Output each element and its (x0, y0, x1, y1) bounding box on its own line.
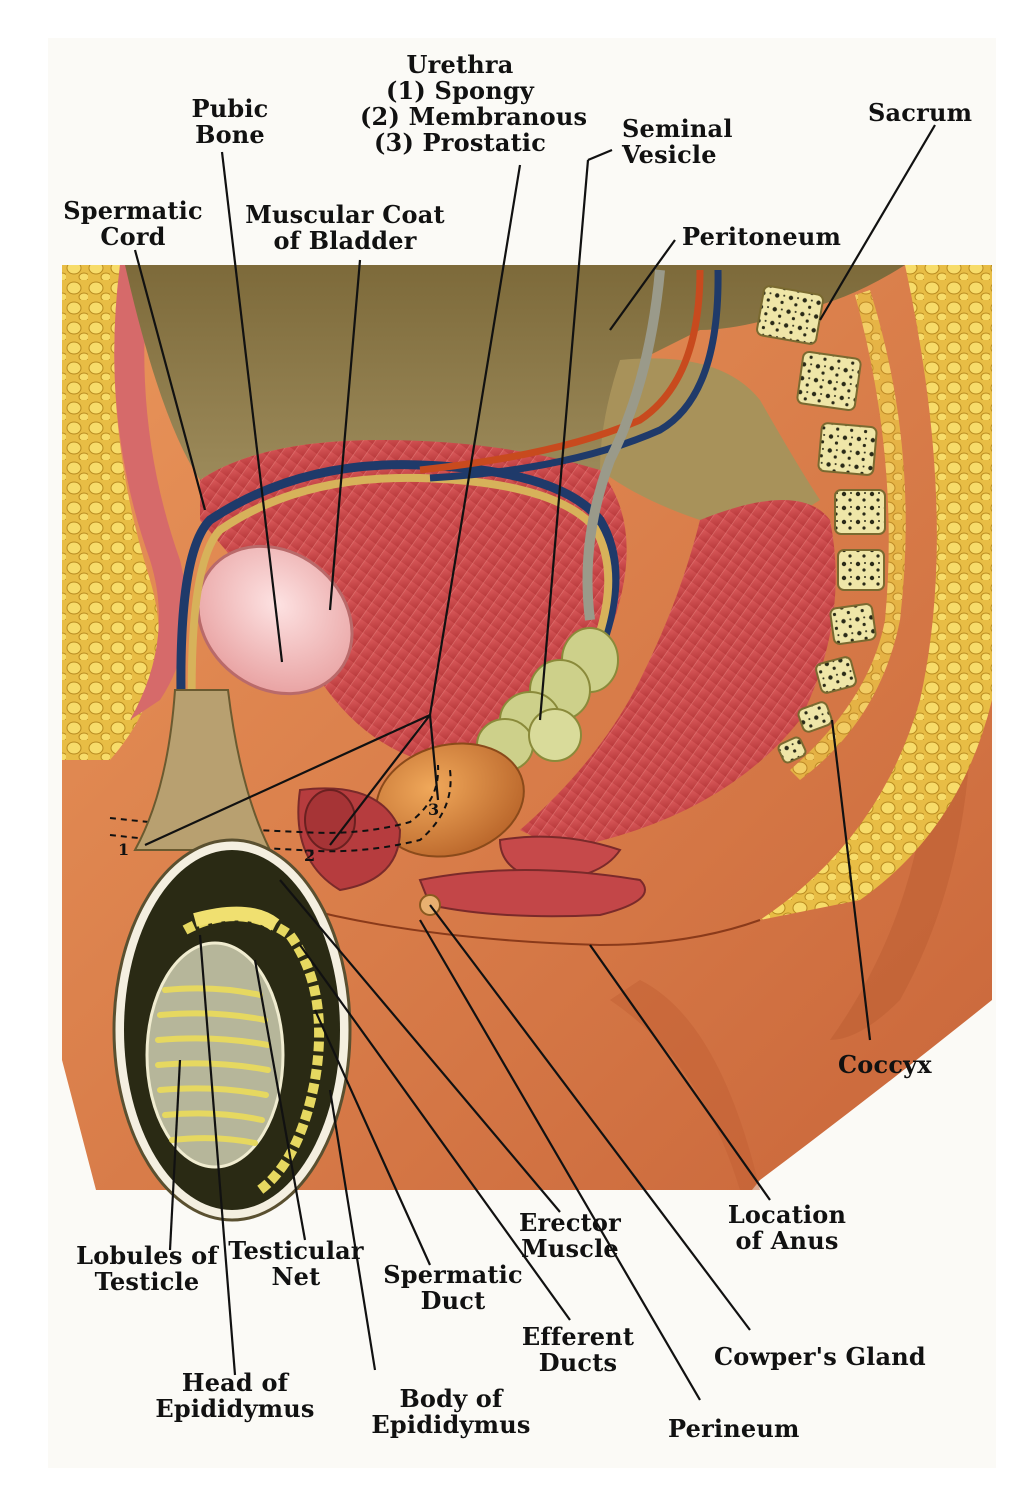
label-efferent-ducts-line2: Ducts (538, 1348, 618, 1377)
label-seminal-vesicle: Seminal Vesicle (622, 116, 733, 168)
label-pubic-bone: Pubic Bone (180, 96, 280, 148)
label-spermatic-cord-line1: Spermatic (63, 196, 203, 225)
label-urethra: Urethra (1) Spongy (2) Membranous (3) Pr… (360, 50, 588, 157)
label-spermatic-duct: Spermatic Duct (378, 1262, 528, 1314)
label-location-of-anus-line1: Location (727, 1200, 847, 1229)
sacrum-bones (756, 285, 906, 780)
label-testicular-net-line2: Net (271, 1262, 321, 1291)
label-seminal-vesicle-line2: Vesicle (622, 140, 717, 169)
label-body-of-epididymus: Body of Epididymus (356, 1386, 546, 1438)
label-erector-muscle: Erector Muscle (500, 1210, 640, 1262)
label-testicular-net: Testicular Net (226, 1238, 366, 1290)
label-body-line1: Body of (399, 1384, 503, 1413)
urethra-marker-1: 1 (118, 840, 130, 859)
label-cowpers-gland: Cowper's Gland (714, 1342, 926, 1371)
label-urethra-membranous: (2) Membranous (360, 102, 588, 131)
label-seminal-vesicle-line1: Seminal (622, 114, 733, 143)
label-lobules-line1: Lobules of (76, 1241, 218, 1270)
seminal-vesicle-shape (476, 627, 619, 772)
label-spermatic-duct-line1: Spermatic (383, 1260, 523, 1289)
label-lobules-of-testicle: Lobules of Testicle (72, 1243, 222, 1295)
label-erector-muscle-line2: Muscle (521, 1234, 619, 1263)
label-urethra-spongy: (1) Spongy (385, 76, 535, 105)
label-efferent-ducts: Efferent Ducts (508, 1324, 648, 1376)
label-pubic-bone-line1: Pubic (191, 94, 269, 123)
label-spermatic-duct-line2: Duct (420, 1286, 486, 1315)
label-location-of-anus: Location of Anus (702, 1202, 872, 1254)
label-muscular-coat: Muscular Coat of Bladder (240, 202, 450, 254)
testicle-shape (112, 838, 352, 1222)
label-location-of-anus-line2: of Anus (735, 1226, 839, 1255)
label-erector-muscle-line1: Erector (519, 1208, 621, 1237)
label-urethra-prostatic: (3) Prostatic (373, 128, 547, 157)
urethra-marker-2: 2 (304, 846, 316, 865)
label-pubic-bone-line2: Bone (195, 120, 265, 149)
label-coccyx: Coccyx (838, 1050, 932, 1079)
label-head-of-epididymus: Head of Epididymus (130, 1370, 340, 1422)
label-lobules-line2: Testicle (94, 1267, 200, 1296)
label-peritoneum: Peritoneum (682, 222, 842, 251)
label-efferent-ducts-line1: Efferent (521, 1322, 635, 1351)
label-body-line2: Epididymus (371, 1410, 531, 1439)
label-spermatic-cord-line2: Cord (100, 222, 166, 251)
label-perineum: Perineum (668, 1414, 800, 1443)
label-head-line2: Epididymus (155, 1394, 315, 1423)
label-testicular-net-line1: Testicular (228, 1236, 364, 1265)
leader-lines (133, 124, 936, 1401)
label-muscular-coat-line1: Muscular Coat (245, 200, 445, 229)
label-muscular-coat-line2: of Bladder (273, 226, 417, 255)
label-spermatic-cord: Spermatic Cord (58, 198, 208, 250)
label-sacrum: Sacrum (868, 98, 973, 127)
label-urethra-title: Urethra (406, 50, 514, 79)
label-head-line1: Head of (181, 1368, 289, 1397)
urethra-marker-3: 3 (428, 800, 440, 819)
